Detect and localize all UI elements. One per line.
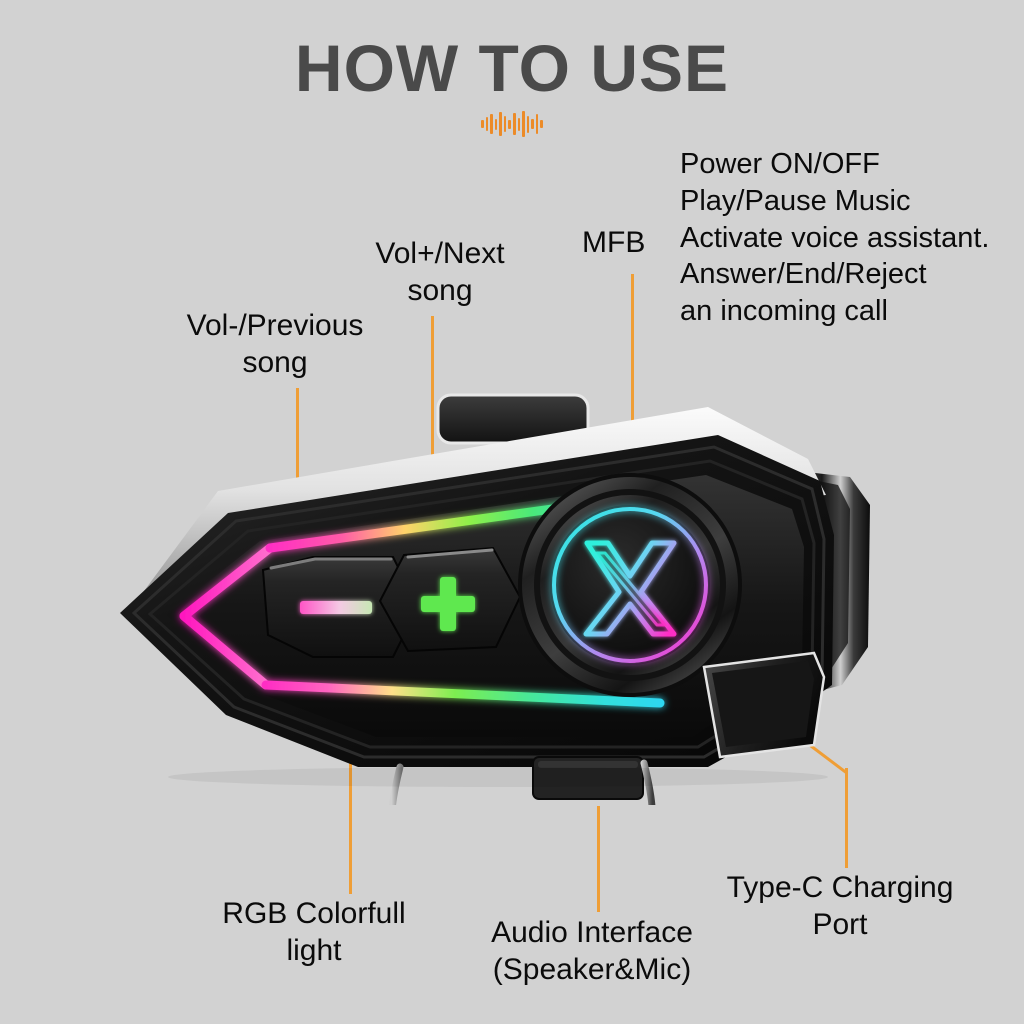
callout-label-rgb-light: RGB Colorfull light <box>222 897 406 967</box>
device-illustration <box>108 385 888 805</box>
callout-label-audio-interface: Audio Interface (Speaker&Mic) <box>491 916 693 986</box>
callout-label-vol-minus: Vol-/Previous song <box>186 309 364 379</box>
helmet-clip-right <box>640 759 656 805</box>
leader-line-type-c-vertical <box>845 768 848 868</box>
type-c-port <box>702 651 826 759</box>
helmet-clip-left <box>389 763 404 805</box>
plus-button <box>378 546 522 653</box>
callout-label-mfb: MFB <box>582 226 646 259</box>
leader-line-vol-plus <box>431 316 434 570</box>
leader-line-rgb-light <box>349 708 352 894</box>
audio-waveform-icon <box>480 108 544 140</box>
page-title: HOW TO USE <box>294 31 730 105</box>
x-logo-icon <box>583 540 677 637</box>
audio-interface-port <box>532 756 644 800</box>
mfb-button <box>518 473 742 697</box>
leader-line-mfb <box>631 274 634 546</box>
mfb-function-description: Power ON/OFF Play/Pause Music Activate v… <box>680 148 990 328</box>
leader-line-audio-interface <box>597 806 600 912</box>
callout-label-vol-plus: Vol+/Next song <box>375 237 505 307</box>
callout-label-type-c: Type-C Charging Port <box>726 871 954 941</box>
